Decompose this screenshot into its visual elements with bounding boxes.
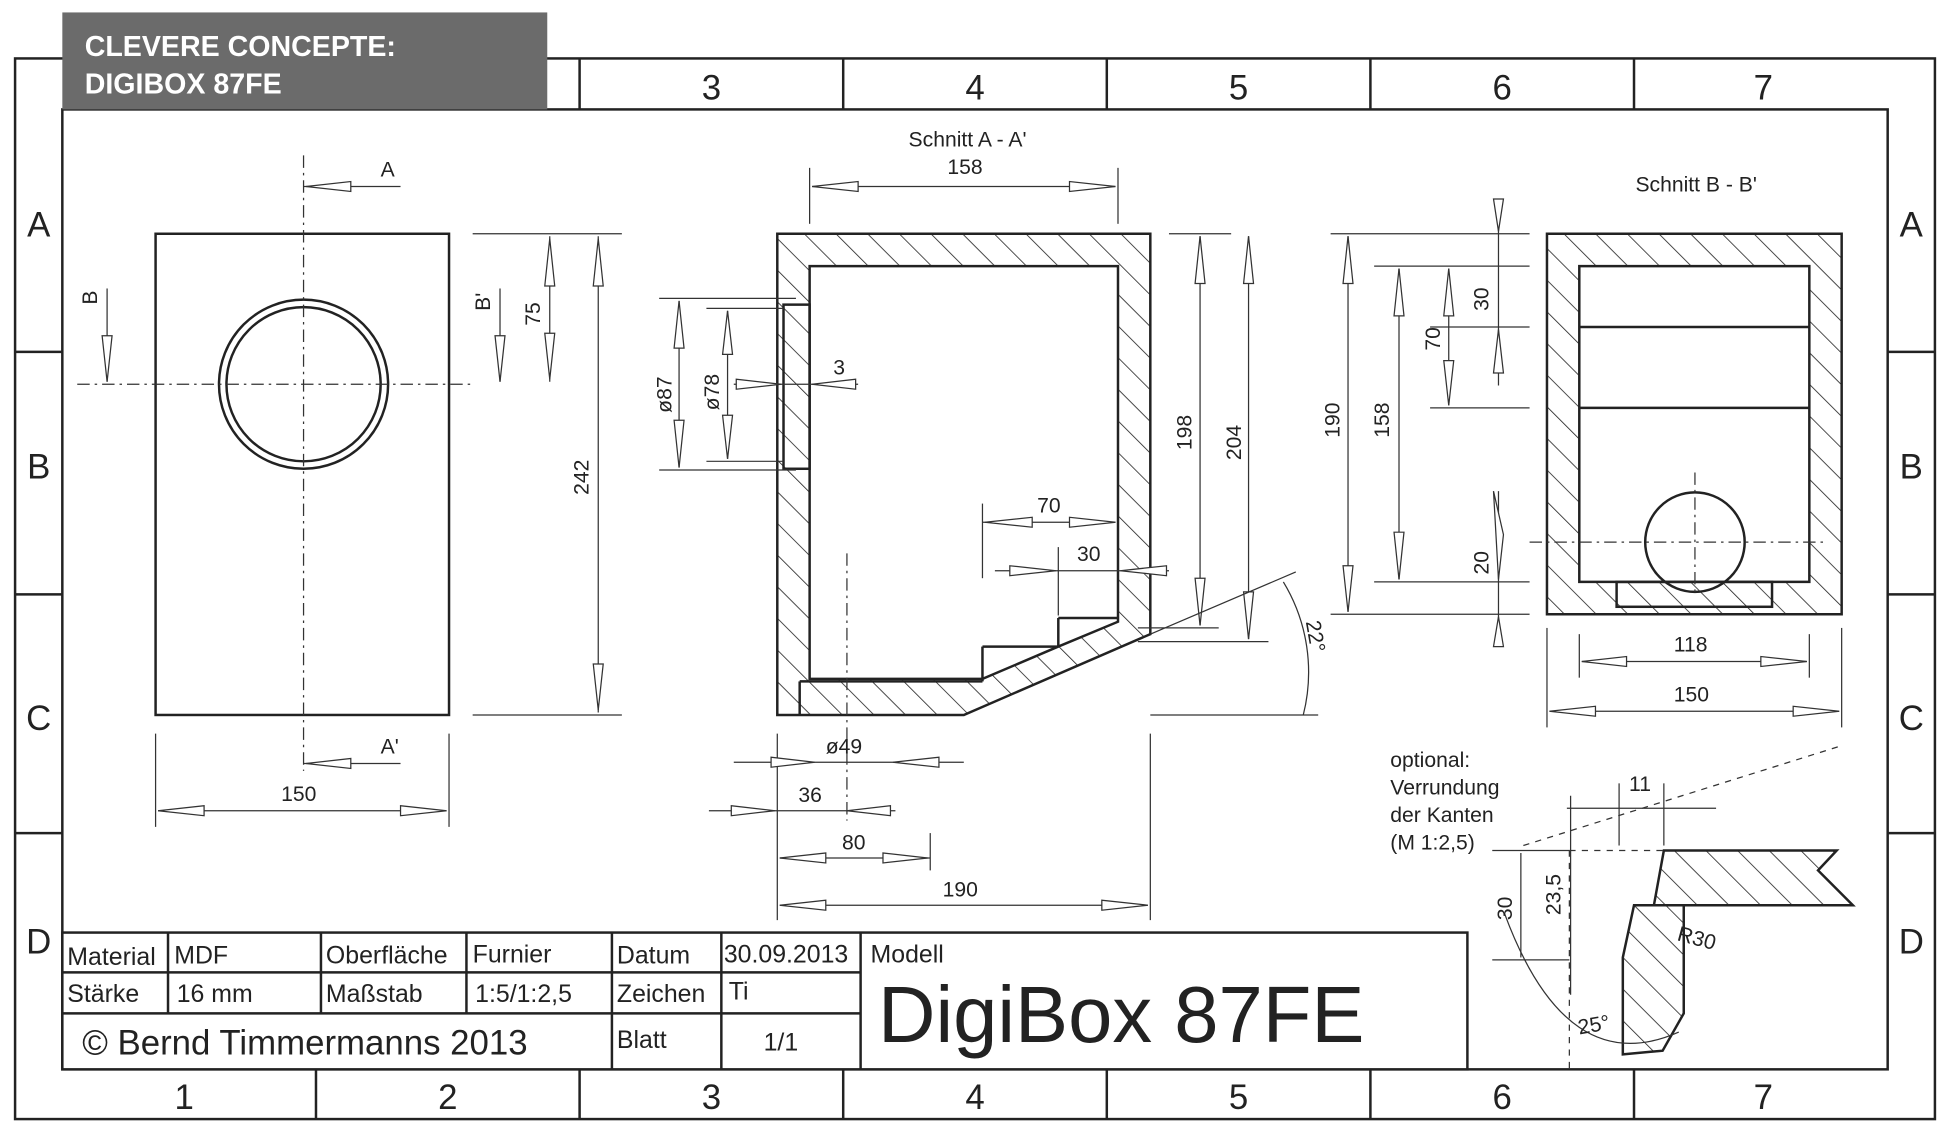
grid-dividers bbox=[15, 58, 1935, 1120]
dim-3: 3 bbox=[833, 356, 845, 379]
grid-col-top: 7 bbox=[1754, 68, 1773, 107]
date-value: 30.09.2013 bbox=[724, 940, 848, 968]
grid-row-right: C bbox=[1899, 699, 1924, 738]
dim-b-20: 20 bbox=[1471, 551, 1494, 574]
dim-198: 198 bbox=[1173, 415, 1196, 450]
grid-row-left: B bbox=[27, 448, 50, 487]
dim-b-30: 30 bbox=[1471, 287, 1494, 310]
grid-col-bottom: 1 bbox=[175, 1078, 194, 1117]
detail-note-3: der Kanten bbox=[1390, 804, 1493, 827]
material-value: MDF bbox=[174, 942, 228, 970]
dim-80: 80 bbox=[842, 831, 866, 854]
grid-col-bottom: 6 bbox=[1493, 1078, 1512, 1117]
detail-note-4: (M 1:2,5) bbox=[1390, 831, 1475, 854]
dim-242: 242 bbox=[570, 460, 593, 495]
dim-75: 75 bbox=[522, 302, 545, 326]
section-a-title: Schnitt A - A' bbox=[909, 129, 1027, 152]
edge-detail bbox=[1492, 745, 1856, 1070]
thickness-label: Stärke bbox=[67, 980, 139, 1008]
section-b bbox=[1330, 198, 1843, 728]
grid-row-left: D bbox=[26, 923, 51, 962]
dim-11: 11 bbox=[1629, 773, 1651, 796]
section-a bbox=[659, 167, 1319, 921]
dim-204: 204 bbox=[1223, 425, 1246, 460]
dim-70: 70 bbox=[1037, 494, 1061, 517]
dim-detail-30: 30 bbox=[1494, 897, 1517, 920]
copyright: © Bernd Timmermanns 2013 bbox=[82, 1023, 527, 1062]
detail-note-2: Verrundung bbox=[1390, 777, 1499, 800]
dim-150: 150 bbox=[281, 783, 316, 806]
dim-23-5: 23,5 bbox=[1543, 874, 1566, 915]
cut-label-a2: A' bbox=[381, 736, 399, 759]
grid-row-left: A bbox=[27, 205, 51, 244]
dim-d78: ø78 bbox=[701, 374, 724, 410]
grid-row-right: A bbox=[1900, 205, 1924, 244]
dim-190: 190 bbox=[943, 879, 978, 902]
front-view bbox=[77, 155, 622, 827]
thickness-value: 16 mm bbox=[177, 980, 253, 1008]
dim-d87: ø87 bbox=[654, 376, 677, 412]
dim-b-118: 118 bbox=[1674, 634, 1708, 657]
grid-row-left: C bbox=[26, 699, 51, 738]
dim-25-deg: 25° bbox=[1576, 1011, 1611, 1039]
detail-note-1: optional: bbox=[1390, 749, 1470, 772]
dim-b-158: 158 bbox=[1371, 402, 1394, 437]
dim-22-deg: 22° bbox=[1301, 619, 1329, 654]
dim-b-190: 190 bbox=[1321, 402, 1344, 437]
sheet-value: 1/1 bbox=[764, 1029, 799, 1057]
banner-line2: DIGIBOX 87FE bbox=[85, 68, 282, 100]
grid-col-bottom: 3 bbox=[702, 1078, 721, 1117]
material-label: Material bbox=[67, 943, 155, 971]
cut-label-b: B bbox=[79, 291, 102, 305]
dim-36: 36 bbox=[798, 784, 822, 807]
surface-label: Oberfläche bbox=[326, 942, 448, 970]
scale-value: 1:5/1:2,5 bbox=[475, 980, 572, 1008]
section-b-title: Schnitt B - B' bbox=[1635, 173, 1756, 196]
surface-value: Furnier bbox=[473, 940, 552, 968]
grid-col-top: 6 bbox=[1493, 68, 1512, 107]
dim-d49: ø49 bbox=[826, 736, 862, 759]
sheet-label: Blatt bbox=[617, 1026, 667, 1054]
dim-b-70: 70 bbox=[1422, 327, 1445, 350]
grid-col-top: 4 bbox=[965, 68, 984, 107]
cut-label-b2: B' bbox=[472, 293, 495, 311]
grid-col-top: 3 bbox=[702, 68, 721, 107]
outer-frame bbox=[13, 57, 1937, 1121]
grid-row-right: B bbox=[1900, 448, 1923, 487]
title-block bbox=[61, 931, 1469, 1071]
grid-col-bottom: 4 bbox=[965, 1078, 984, 1117]
grid-row-right: D bbox=[1899, 923, 1924, 962]
model-label: Modell bbox=[871, 940, 944, 968]
dim-158: 158 bbox=[947, 156, 982, 179]
grid-col-bottom: 2 bbox=[438, 1078, 457, 1117]
dim-30: 30 bbox=[1077, 543, 1101, 566]
drawn-label: Zeichen bbox=[617, 980, 705, 1008]
banner-line1: CLEVERE CONCEPTE: bbox=[85, 31, 396, 63]
cut-label-a: A bbox=[381, 159, 396, 182]
date-label: Datum bbox=[617, 942, 690, 970]
grid-col-top: 5 bbox=[1229, 68, 1248, 107]
drawn-value: Ti bbox=[729, 978, 749, 1006]
grid-col-bottom: 7 bbox=[1754, 1078, 1773, 1117]
scale-label: Maßstab bbox=[326, 980, 423, 1008]
model-name: DigiBox 87FE bbox=[878, 970, 1364, 1059]
dim-b-150: 150 bbox=[1674, 683, 1709, 706]
grid-col-bottom: 5 bbox=[1229, 1078, 1248, 1117]
banner bbox=[62, 12, 548, 110]
